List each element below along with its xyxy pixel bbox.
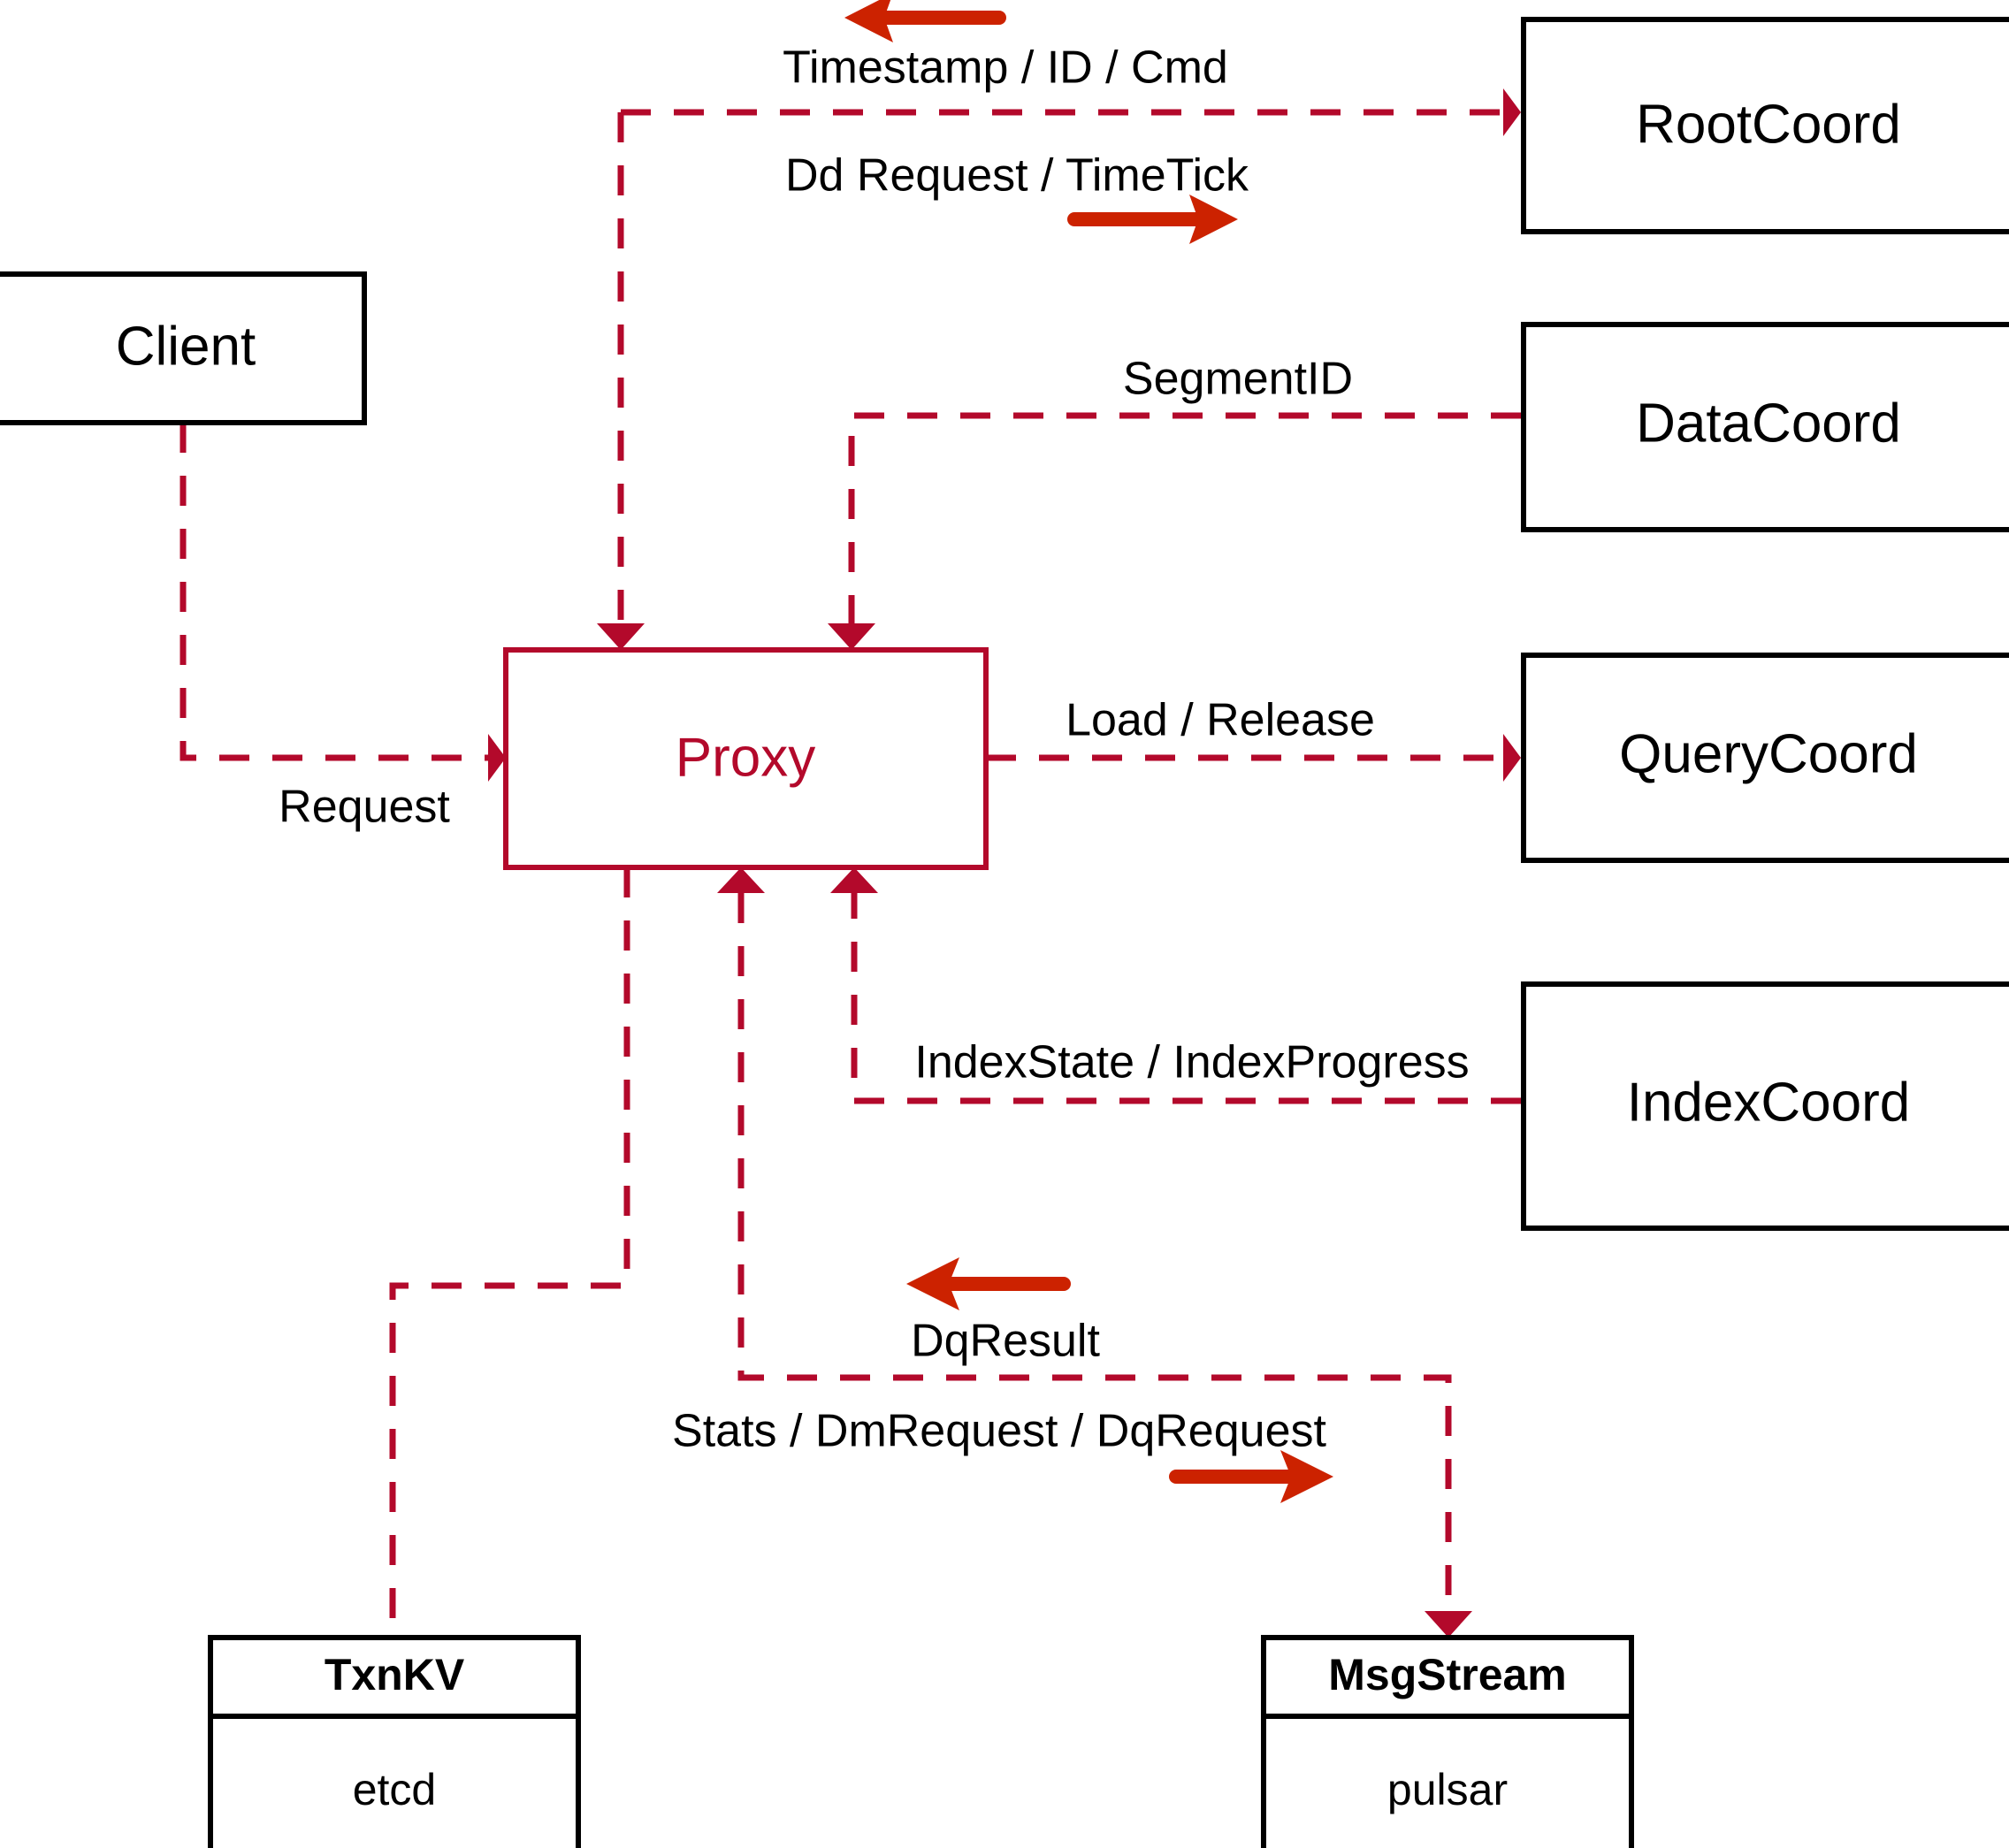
node-box xyxy=(208,1635,581,1848)
node-label: Proxy xyxy=(676,727,815,788)
edge-proxy-to-msgstream xyxy=(717,867,1472,1638)
node-box xyxy=(503,647,989,870)
node-box xyxy=(1521,981,2009,1231)
arrowhead-icon xyxy=(717,867,765,893)
node-client[interactable]: Client xyxy=(0,271,367,425)
direction-arrow-stats-dmrequest-dqrequest xyxy=(1169,1450,1333,1503)
arrowhead-icon xyxy=(830,867,878,893)
edge-datacoord-to-proxy xyxy=(828,412,1521,650)
node-label: Client xyxy=(116,316,256,377)
node-msgstream[interactable]: MsgStream pulsar xyxy=(1261,1635,1634,1848)
edge-label-segmentid: SegmentID xyxy=(1123,354,1353,405)
edge-label-request: Request xyxy=(279,782,450,833)
node-box xyxy=(1521,322,2009,532)
node-indexcoord[interactable]: IndexCoord xyxy=(1521,981,2009,1231)
node-proxy[interactable]: Proxy xyxy=(503,647,989,870)
arrowhead-icon xyxy=(1503,734,1521,782)
node-box xyxy=(1521,17,2009,234)
direction-arrow-dd-request-timetick xyxy=(1067,195,1238,244)
arrowhead-icon xyxy=(1425,1611,1472,1638)
node-box xyxy=(0,271,367,425)
node-label: DataCoord xyxy=(1636,393,1901,454)
edge-line xyxy=(389,867,630,1638)
node-datacoord[interactable]: DataCoord xyxy=(1521,322,2009,532)
arrow-head-icon xyxy=(844,0,893,42)
node-subtitle: pulsar xyxy=(1387,1765,1508,1814)
node-querycoord[interactable]: QueryCoord xyxy=(1521,653,2009,863)
node-rootcoord[interactable]: RootCoord xyxy=(1521,17,2009,234)
arrowhead-icon xyxy=(828,623,875,650)
direction-arrow-dqresult xyxy=(906,1257,1071,1310)
node-label: RootCoord xyxy=(1636,94,1901,155)
edge-label-load-release: Load / Release xyxy=(1066,695,1375,746)
edge-proxy-to-querycoord xyxy=(986,734,1521,782)
edge-label-stats-dmrequest-dqrequest: Stats / DmRequest / DqRequest xyxy=(672,1406,1326,1457)
edge-proxy-to-txnkv xyxy=(389,867,630,1638)
node-title: TxnKV xyxy=(325,1650,465,1699)
edge-label-dqresult: DqResult xyxy=(911,1316,1100,1367)
arrowhead-icon xyxy=(597,623,645,650)
node-label: IndexCoord xyxy=(1627,1072,1911,1133)
direction-arrow-timestamp-id-cmd xyxy=(844,0,1006,42)
edge-label-timestamp-id-cmd: Timestamp / ID / Cmd xyxy=(783,42,1228,94)
edge-label-dd-request-timetick: Dd Request / TimeTick xyxy=(785,150,1249,202)
edge-line xyxy=(180,423,488,761)
edge-line xyxy=(848,412,1521,623)
edge-line xyxy=(737,893,1452,1611)
node-box xyxy=(1261,1635,1634,1848)
node-label: QueryCoord xyxy=(1619,723,1918,784)
edge-proxy-to-rootcoord xyxy=(621,88,1521,136)
edge-client-to-proxy xyxy=(180,423,506,782)
arrow-head-icon xyxy=(906,1257,959,1310)
edge-rootcoord-to-proxy xyxy=(597,112,645,650)
arrowhead-icon xyxy=(488,734,506,782)
node-txnkv[interactable]: TxnKV etcd xyxy=(208,1635,581,1848)
node-subtitle: etcd xyxy=(353,1765,437,1814)
arrow-head-icon xyxy=(1280,1450,1333,1503)
edge-line xyxy=(851,893,1521,1104)
edge-indexcoord-to-proxy xyxy=(830,867,1521,1104)
node-title: MsgStream xyxy=(1328,1650,1567,1699)
arrow-head-icon xyxy=(1189,195,1238,244)
node-box xyxy=(1521,653,2009,863)
edge-label-indexstate-indexprogress: IndexState / IndexProgress xyxy=(914,1037,1469,1088)
arrowhead-icon xyxy=(1503,88,1521,136)
